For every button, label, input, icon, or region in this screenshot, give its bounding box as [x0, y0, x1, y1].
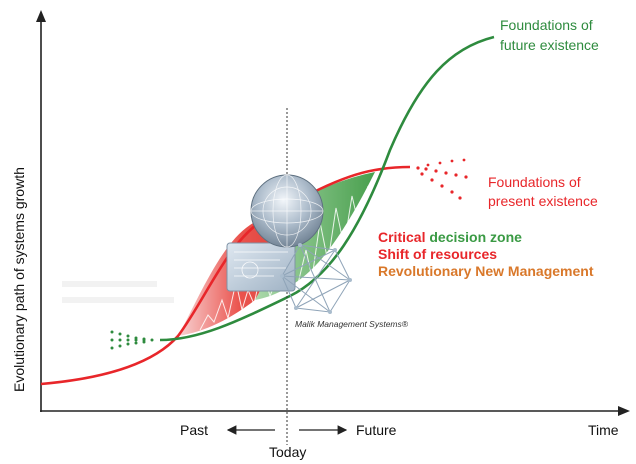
faint-background-text — [62, 281, 174, 303]
green-curve — [159, 35, 495, 342]
y-axis-arrow-icon — [36, 10, 46, 22]
x-axis-label: Time — [588, 422, 619, 438]
x-axis-arrow-icon — [618, 406, 630, 416]
zone-text-line3: Revolutionary New Management — [378, 263, 594, 279]
green-curve-dotted-start — [110, 330, 154, 350]
brand-label: Malik Management Systems® — [295, 319, 409, 329]
zone-jagged-line-left — [199, 267, 285, 331]
past-label: Past — [180, 422, 208, 438]
future-label: Future — [356, 422, 397, 438]
today-label: Today — [269, 444, 306, 460]
zone-text-critical: Critical — [378, 229, 425, 245]
info-panel-image — [226, 242, 296, 292]
red-curve — [40, 165, 411, 386]
y-axis-label: Evolutionary path of systems growth — [11, 167, 27, 392]
management-systems-graphic — [226, 174, 352, 314]
zone-text-decision-zone: decision zone — [425, 229, 522, 245]
red-curve-label-line2: present existence — [488, 193, 598, 209]
red-curve-dotted-continuation — [416, 158, 468, 200]
axes — [36, 10, 630, 416]
red-curve-label-line1: Foundations of — [488, 174, 581, 190]
zone-text-line1: Critical decision zone — [378, 229, 522, 245]
green-curve-label-line2: future existence — [500, 37, 599, 53]
green-curve-label-line1: Foundations of — [500, 17, 593, 33]
zone-text-line2: Shift of resources — [378, 246, 497, 262]
